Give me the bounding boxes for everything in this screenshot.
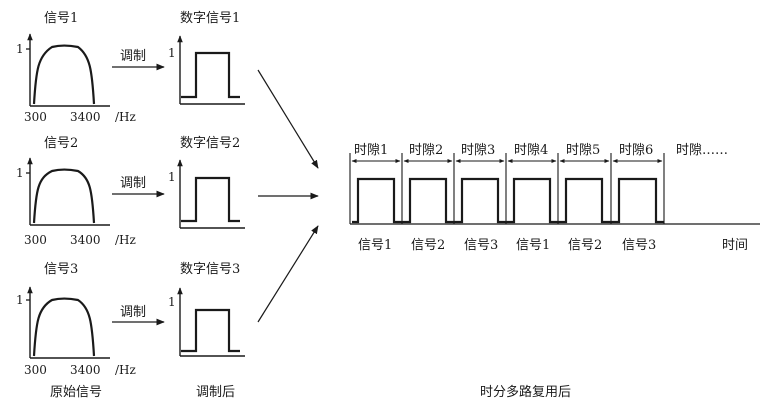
slot-3-label: 时隙3 — [461, 143, 495, 158]
time-label: 时间 — [722, 238, 748, 253]
slot-2-label: 时隙2 — [409, 143, 443, 158]
slot-3-signal: 信号3 — [464, 238, 498, 253]
caption-original: 原始信号 — [50, 385, 102, 400]
analog-signal-2: 信号2 1 300 3400 /Hz — [16, 136, 136, 247]
tdm-waveform: 时隙1 时隙2 时隙3 时隙4 时隙5 时隙6 时隙…… 信号1 信号2 信号3… — [349, 143, 760, 253]
digital-signal-2-y-tick: 1 — [168, 170, 176, 184]
analog-signal-3-curve — [32, 297, 96, 357]
slot-5-signal: 信号2 — [568, 238, 602, 253]
slot-4-signal: 信号1 — [516, 238, 550, 253]
analog-signal-3-x-tick-high: 3400 — [70, 363, 101, 377]
slot-2-signal: 信号2 — [411, 238, 445, 253]
modulation-arrows: 调制 调制 调制 — [112, 49, 165, 326]
slot-4-label: 时隙4 — [514, 143, 548, 158]
slot-1-signal: 信号1 — [358, 238, 392, 253]
caption-modulated: 调制后 — [196, 385, 235, 400]
slot-boundaries — [349, 153, 665, 224]
tdm-pulse-train — [352, 177, 664, 224]
digital-signal-3-pulse — [181, 308, 240, 353]
analog-signal-1-y-tick: 1 — [16, 42, 24, 56]
digital-signal-3-y-tick: 1 — [168, 295, 176, 309]
analog-signal-2-curve — [32, 168, 96, 224]
analog-signal-3: 信号3 1 300 3400 /Hz — [16, 262, 136, 377]
analog-signal-2-x-tick-low: 300 — [24, 233, 47, 247]
analog-signal-1-unit: /Hz — [115, 110, 136, 124]
digital-signal-1: 数字信号1 1 — [168, 11, 245, 105]
slot-more-label: 时隙…… — [676, 143, 728, 158]
analog-signal-1-x-tick-high: 3400 — [70, 110, 101, 124]
digital-signal-2-title: 数字信号2 — [180, 136, 240, 151]
caption-tdm: 时分多路复用后 — [480, 384, 571, 400]
digital-signal-2: 数字信号2 1 — [168, 136, 245, 229]
merge-arrows — [257, 69, 319, 323]
analog-signal-3-x-tick-low: 300 — [24, 363, 47, 377]
slot-1-label: 时隙1 — [354, 143, 388, 158]
analog-signal-3-title: 信号3 — [44, 262, 78, 277]
digital-signal-1-pulse — [181, 51, 240, 99]
slot-6-signal: 信号3 — [622, 238, 656, 253]
analog-signal-2-x-tick-high: 3400 — [70, 233, 101, 247]
modulate-label-1: 调制 — [120, 49, 146, 64]
modulate-label-3: 调制 — [120, 305, 146, 320]
analog-signal-2-y-tick: 1 — [16, 166, 24, 180]
analog-signal-2-title: 信号2 — [44, 136, 78, 151]
digital-signal-3: 数字信号3 1 — [168, 262, 245, 357]
analog-signal-1-x-tick-low: 300 — [24, 110, 47, 124]
digital-signal-1-title: 数字信号1 — [180, 11, 240, 26]
digital-signal-1-y-tick: 1 — [168, 46, 176, 60]
analog-signal-1: 信号1 1 300 3400 /Hz — [16, 11, 136, 124]
analog-signal-1-title: 信号1 — [44, 11, 78, 26]
digital-signal-2-pulse — [181, 176, 240, 223]
merge-arrow-3 — [257, 225, 319, 323]
analog-signal-3-unit: /Hz — [115, 363, 136, 377]
analog-signal-3-y-tick: 1 — [16, 293, 24, 307]
merge-arrow-1 — [257, 69, 319, 169]
slot-5-label: 时隙5 — [566, 143, 600, 158]
digital-signal-3-title: 数字信号3 — [180, 262, 240, 277]
analog-signal-2-unit: /Hz — [115, 233, 136, 247]
slot-6-label: 时隙6 — [619, 143, 653, 158]
modulate-label-2: 调制 — [120, 176, 146, 191]
analog-signal-1-curve — [32, 44, 96, 105]
